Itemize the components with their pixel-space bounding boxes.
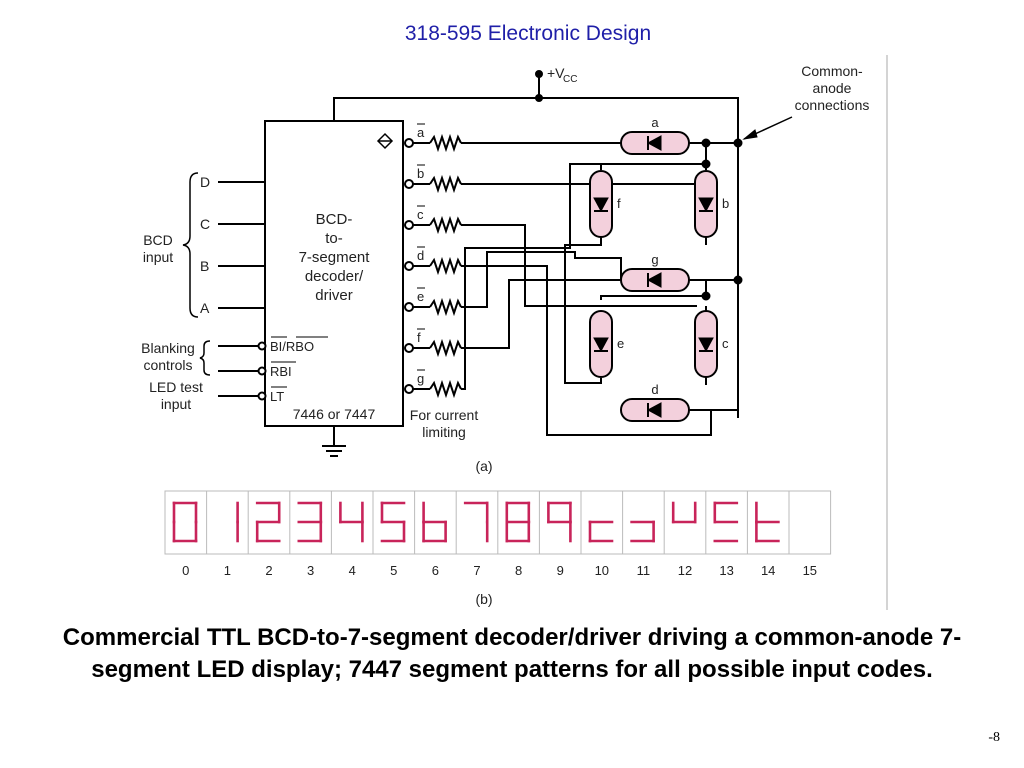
bcd-input-label-1: BCD	[143, 232, 173, 248]
segment-label-d: d	[651, 382, 658, 397]
digit-pattern-12	[671, 501, 697, 524]
resistor-b	[429, 174, 462, 194]
digit-pattern-7	[463, 501, 489, 543]
resistor-f	[429, 338, 462, 358]
bcd-pin-a: A	[200, 300, 210, 316]
output-bubble-f	[404, 343, 414, 353]
chip-label-5: driver	[315, 287, 353, 304]
output-pin-label-e: e	[417, 289, 424, 304]
code-label-10: 10	[595, 563, 609, 578]
code-label-14: 14	[761, 563, 775, 578]
segment-label-f: f	[617, 196, 621, 211]
part-b-label: (b)	[475, 591, 492, 607]
pin-rbi: RBI	[270, 364, 292, 379]
common-anode-label-1: Common-	[801, 63, 863, 79]
circuit-labels: +V CC Common- anode connections BCD- to-…	[141, 63, 869, 474]
resistor-e	[429, 297, 462, 317]
segment-label-a: a	[651, 115, 659, 130]
led-test-label-2: input	[161, 396, 191, 412]
slide-caption: Commercial TTL BCD-to-7-segment decoder/…	[62, 624, 962, 683]
output-bubble-g	[404, 384, 414, 394]
output-pin-label-b: b	[417, 166, 424, 181]
code-label-4: 4	[349, 563, 356, 578]
bcd-brace	[182, 172, 199, 318]
resistor-label-2: limiting	[422, 424, 466, 440]
bcd-input-label-2: input	[143, 249, 173, 265]
slide-title: 318-595 Electronic Design	[404, 22, 652, 45]
segment-label-b: b	[722, 196, 729, 211]
output-pin-label-g: g	[417, 371, 424, 386]
code-label-7: 7	[473, 563, 480, 578]
output-pin-label-d: d	[417, 248, 424, 263]
blanking-label-2: controls	[143, 357, 192, 373]
digit-pattern-10	[588, 520, 614, 543]
digit-pattern-11	[630, 520, 655, 543]
resistor-d	[429, 256, 462, 276]
circuit-diagram	[182, 70, 793, 457]
digit-pattern-3	[297, 501, 323, 543]
resistor-a	[429, 133, 462, 153]
output-pin-label-f: f	[417, 330, 421, 345]
output-bubble-a	[404, 138, 414, 148]
code-label-2: 2	[265, 563, 272, 578]
chip-part-label: 7446 or 7447	[293, 406, 376, 422]
page-number: -8	[988, 730, 1000, 745]
common-anode-label-3: connections	[795, 97, 870, 113]
vcc-subscript: CC	[563, 74, 577, 85]
digit-pattern-8	[505, 501, 531, 543]
digit-pattern-14	[755, 501, 780, 543]
pin-bi-rbo: BI/RBO	[270, 339, 314, 354]
output-bubble-c	[404, 220, 414, 230]
bcd-pin-b: B	[200, 258, 209, 274]
pin-lt: LT	[270, 389, 284, 404]
code-label-15: 15	[803, 563, 817, 578]
code-label-9: 9	[557, 563, 564, 578]
digit-pattern-0	[172, 501, 198, 543]
code-label-8: 8	[515, 563, 522, 578]
chip-label-3: 7-segment	[299, 249, 371, 266]
vcc-label: +V	[547, 65, 565, 81]
digit-pattern-5	[380, 501, 406, 543]
code-label-13: 13	[719, 563, 733, 578]
blanking-label-1: Blanking	[141, 340, 195, 356]
resistor-label-1: For current	[410, 407, 479, 423]
code-label-0: 0	[182, 563, 189, 578]
digit-pattern-13	[713, 501, 739, 543]
output-bubble-b	[404, 179, 414, 189]
decoder-chip	[264, 120, 404, 427]
digit-pattern-6	[422, 501, 447, 543]
chip-label-2: to-	[325, 230, 343, 247]
digit-pattern-9	[547, 501, 572, 543]
segment-label-c: c	[722, 336, 729, 351]
blanking-brace	[199, 340, 211, 376]
bcd-pin-c: C	[200, 216, 210, 232]
code-label-5: 5	[390, 563, 397, 578]
code-label-6: 6	[432, 563, 439, 578]
chip-label-4: decoder/	[305, 268, 364, 285]
resistor-c	[429, 215, 462, 235]
code-label-11: 11	[637, 563, 651, 578]
segment-label-g: g	[651, 252, 658, 267]
ground-symbol	[322, 445, 346, 457]
digit-pattern-4	[339, 501, 364, 543]
output-pin-label-c: c	[417, 207, 424, 222]
led-test-label-1: LED test	[149, 379, 203, 395]
chip-label-1: BCD-	[316, 211, 353, 228]
part-a-label: (a)	[475, 458, 492, 474]
output-pin-label-a: a	[417, 125, 425, 140]
code-label-12: 12	[678, 563, 692, 578]
segment-label-e: e	[617, 336, 624, 351]
output-bubble-d	[404, 261, 414, 271]
bcd-pin-d: D	[200, 174, 210, 190]
digit-pattern-2	[255, 501, 281, 543]
resistor-g	[429, 379, 462, 399]
output-bubble-e	[404, 302, 414, 312]
code-label-1: 1	[224, 563, 231, 578]
common-anode-label-2: anode	[813, 80, 852, 96]
code-label-3: 3	[307, 563, 314, 578]
